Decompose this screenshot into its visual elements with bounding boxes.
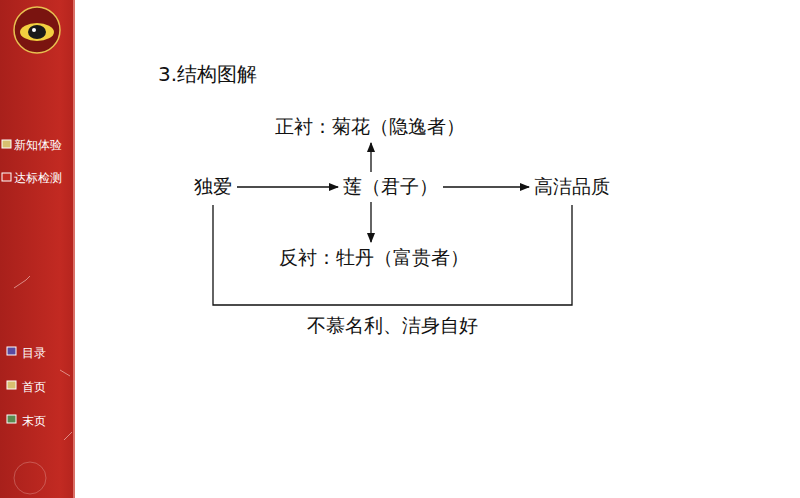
sidebar-edge <box>73 0 75 498</box>
dandelion-decoration <box>14 276 72 494</box>
connector <box>237 186 338 187</box>
connector <box>213 205 572 305</box>
edge-label: 不慕名利、洁身自好 <box>304 313 481 339</box>
node-text: 正衬：菊花（隐逸者） <box>275 114 465 140</box>
concept-node: 莲（君子） <box>340 172 441 202</box>
node-text: 高洁品质 <box>534 174 610 200</box>
node-text: 独爱 <box>194 174 232 200</box>
concept-node: 高洁品质 <box>531 172 613 202</box>
menu-item: 首页 <box>22 379 46 396</box>
menu-icons <box>2 140 16 423</box>
connector <box>370 201 371 242</box>
menu-item: 目录 <box>22 345 46 362</box>
concept-node: 独爱 <box>191 172 235 202</box>
concept-node: 反衬：牡丹（富贵者） <box>276 243 472 273</box>
node-text: 反衬：牡丹（富贵者） <box>279 245 469 271</box>
node-text: 莲（君子） <box>343 174 438 200</box>
logo <box>14 7 60 53</box>
connector <box>370 143 371 173</box>
menu-item: 末页 <box>22 413 46 430</box>
sidebar-ground <box>0 0 75 498</box>
concept-node: 正衬：菊花（隐逸者） <box>272 112 468 142</box>
menu-item: 达标检测 <box>14 170 62 187</box>
menu-item: 新知体验 <box>14 137 62 154</box>
slide-title: 3.结构图解 <box>158 61 257 88</box>
connector <box>443 186 529 187</box>
